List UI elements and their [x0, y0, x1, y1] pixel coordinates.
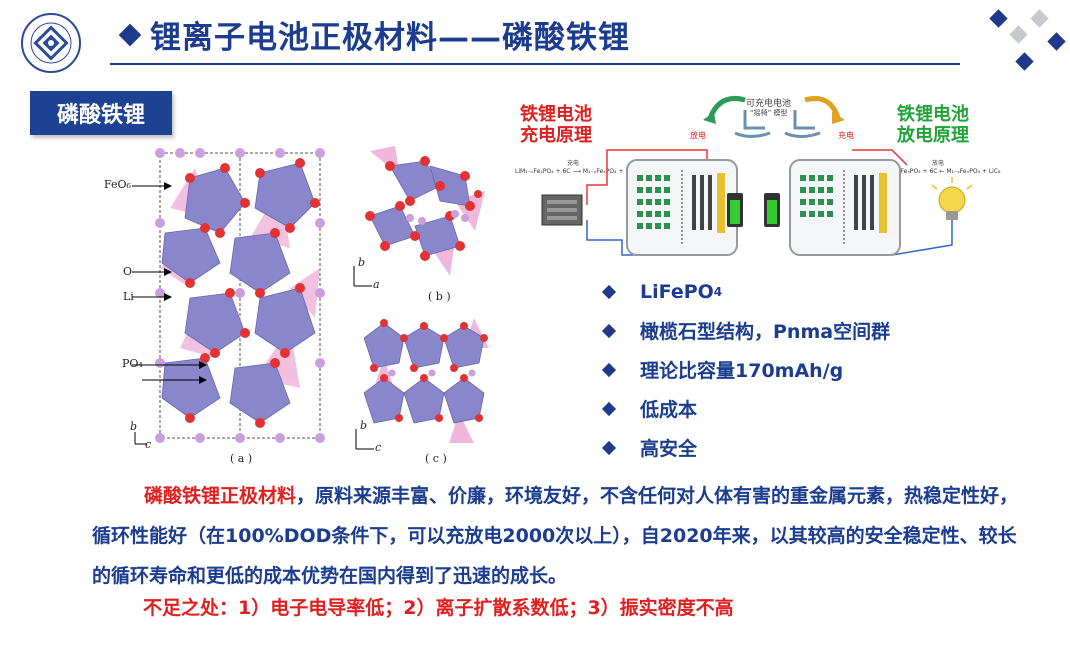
caption-c: ( c ) [425, 452, 447, 465]
list-item: 橄榄石型结构，Pnma空间群 [600, 311, 890, 350]
rocker-subtitle: “摇椅” 模型 [750, 109, 788, 117]
corner-diamond-icon [1009, 25, 1028, 44]
eq-charge: LiM₁₋ₓFeₓPO₄ + 6C ⟶ M₁₋ₓFeₓPO₄ + LiC₆ [515, 168, 637, 175]
discharge-label-line2: 放电原理 [897, 125, 969, 146]
bullet-text: 理论比容量170mAh/g [640, 360, 844, 382]
label-li: Li [123, 290, 134, 303]
axis-a-label: a [373, 278, 380, 291]
crystal-structure-b [365, 146, 485, 276]
bullet-diamond-icon [601, 401, 617, 416]
page-title: 锂离子电池正极材料——磷酸铁锂 [150, 20, 630, 56]
axis-b-label: b [130, 420, 138, 433]
shortcomings-text: 不足之处：1）电子电导率低；2）离子扩散系数低；3）振实密度不高 [143, 597, 734, 619]
title-divider [110, 63, 960, 65]
list-item: 高安全 [600, 428, 890, 467]
crystal-structure-a [155, 148, 325, 443]
bullet-text: 高安全 [640, 438, 698, 460]
caption-a: ( a ) [230, 452, 253, 465]
rocker-chair-model-icon [703, 96, 845, 138]
bullet-text: LiFePO [640, 280, 714, 303]
axis-b-label-3: b [360, 419, 368, 432]
crystal-structure-c [364, 318, 489, 443]
bullet-text: 低成本 [640, 399, 698, 421]
bullet-diamond-icon [601, 362, 617, 377]
axis-c-label: c [145, 438, 152, 451]
axis-b-label-2: b [358, 256, 366, 269]
discharge-principle-label: 铁锂电池 放电原理 [897, 104, 969, 146]
charge-principle-label: 铁锂电池 充电原理 [520, 104, 592, 146]
bullet-diamond-icon [601, 323, 617, 338]
label-o: O [123, 265, 133, 278]
axis-indicator-icon [134, 432, 147, 445]
caption-b: ( b ) [428, 290, 451, 303]
pointer-arrow-icon [132, 293, 172, 301]
discharge-label-line1: 铁锂电池 [897, 104, 969, 125]
rocker-title: 可充电电池 [746, 99, 792, 109]
eq-discharge: LiM₁₋ₓFeₓPO₄ + 6C ← M₁₋ₓFeₓPO₄ + LiC₆ [882, 168, 1001, 175]
label-po4: PO₄ [122, 357, 143, 370]
paragraph-highlight: 磷酸铁锂正极材料 [144, 485, 297, 507]
rocker-left-label: 放电 [690, 131, 706, 140]
description-paragraph: 磷酸铁锂正极材料，原料来源丰富、价廉，环境友好，不含任何对人体有害的重金属元素，… [92, 476, 1022, 596]
axis-indicator-icon [353, 266, 372, 287]
charge-label-line1: 铁锂电池 [520, 104, 592, 125]
battery-cells-illustration [541, 149, 973, 256]
corner-diamond-icon [989, 9, 1008, 28]
title-bullet-icon [118, 23, 142, 47]
bullet-diamond-icon [601, 440, 617, 455]
eq-discharge-top: 放电 [932, 160, 945, 167]
paragraph-body: ，原料来源丰富、价廉，环境友好，不含任何对人体有害的重金属元素，热稳定性好，循环… [92, 485, 1019, 587]
axis-indicator-icon [355, 429, 374, 450]
rocker-right-label: 充电 [838, 131, 854, 140]
pointer-arrow-icon [132, 268, 172, 276]
bullet-text: 橄榄石型结构，Pnma空间群 [640, 321, 891, 343]
corner-diamond-icon [1047, 32, 1066, 51]
bullet-subscript: 4 [713, 284, 723, 299]
bullet-diamond-icon [601, 284, 617, 299]
label-feo6: FeO₆ [104, 178, 131, 191]
axis-c-label-2: c [375, 441, 382, 454]
corner-diamond-icon [1015, 52, 1034, 71]
eq-charge-top: 充电 [567, 160, 580, 167]
charge-label-line2: 充电原理 [520, 125, 592, 146]
list-item: 理论比容量170mAh/g [600, 350, 890, 389]
list-item: 低成本 [600, 389, 890, 428]
pointer-arrow-icon [132, 182, 172, 190]
university-logo [20, 12, 82, 74]
pointer-arrow-icon [132, 361, 207, 384]
section-tag: 磷酸铁锂 [30, 91, 172, 135]
corner-diamond-icon [1030, 9, 1049, 28]
